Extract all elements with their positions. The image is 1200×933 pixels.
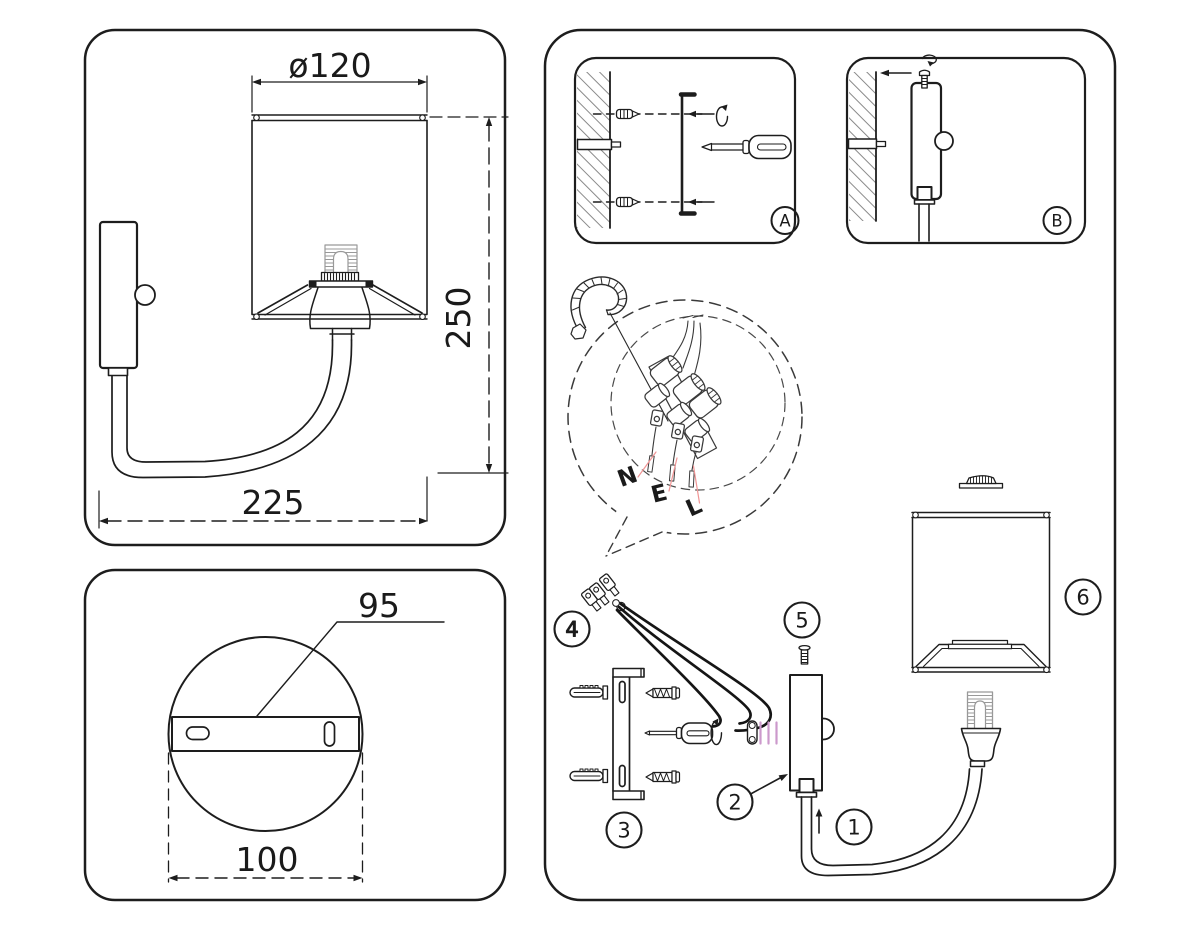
bracket-slot-bottom (618, 764, 626, 788)
rotate-icon-a (715, 106, 729, 127)
wall-dowel-b (847, 138, 878, 150)
screw-icon-b (918, 69, 931, 89)
wall-anchor-bottom (569, 768, 609, 784)
dim-overall-label: 100 (236, 840, 299, 879)
terminal-block (644, 314, 722, 488)
wall-plate-side (98, 220, 139, 370)
lamp-socket-side (324, 244, 358, 274)
part-1-badge (835, 808, 873, 846)
step-b-border (845, 56, 1087, 245)
part-3-badge (605, 811, 643, 849)
part-6-label: 6 (1076, 586, 1089, 610)
panel-plate-view: 95 100 (83, 568, 507, 902)
part-4-label: 4 (565, 618, 578, 642)
part-5-label: 5 (795, 609, 808, 633)
arm-neck (107, 367, 129, 377)
harness-wires (615, 602, 773, 732)
plate-slot-right (323, 721, 336, 747)
socket-ring (308, 271, 374, 288)
screw-bottom (645, 770, 681, 784)
part-1-label: 1 (847, 816, 860, 840)
arm-tab-b (916, 186, 933, 201)
step-b-badge (1042, 206, 1072, 235)
shade-cone (257, 284, 423, 341)
dimensions-side-view: ø120 250 225 (98, 46, 509, 529)
part-screw: 5 (783, 601, 821, 665)
part-6-badge (1064, 578, 1102, 616)
part-bracket-plate: 2 (716, 674, 835, 834)
dim-diameter-label: ø120 (288, 46, 371, 85)
bracket-slot-top (618, 680, 626, 704)
wire-connector-sleeve (746, 720, 758, 745)
panel-side-border (83, 28, 507, 547)
wiring-bubble: N E L (567, 276, 803, 557)
rotate-icon-b (921, 54, 937, 65)
part-4-badge (553, 610, 591, 648)
arm-tab-part (798, 778, 815, 794)
part-2-badge (716, 783, 754, 821)
stripped-wire-marks (759, 721, 778, 745)
step-b-label: B (1051, 212, 1062, 231)
screwdriver-icon-small (644, 718, 723, 746)
bracket-plate-part (789, 674, 823, 792)
wire-label-e: E (649, 480, 671, 509)
screw-top (645, 686, 681, 700)
rotate-icon-small (710, 720, 723, 746)
part-mount-bracket: 3 (569, 667, 681, 849)
part-shade: 6 (911, 475, 1102, 674)
step-a-badge (770, 206, 800, 235)
step-a: A (573, 56, 800, 245)
socket-cup (960, 727, 1002, 762)
step-a-border (573, 56, 797, 245)
panel-plate-border (83, 568, 507, 902)
wall-anchor-top (569, 685, 609, 700)
bubble-outline (567, 299, 803, 535)
part-wire-harness: 4 (553, 573, 778, 745)
part-5-badge (783, 601, 821, 639)
spade-connectors (580, 573, 626, 612)
wire-leader-lines (637, 451, 701, 504)
wire-label-n: N (614, 462, 641, 493)
anchor-glyph-bottom (615, 196, 640, 208)
anchor-glyph-top (615, 108, 640, 120)
dim-plate-label: 95 (358, 586, 400, 625)
plate-slot-left (185, 726, 210, 741)
dim-depth-label: 225 (242, 483, 305, 522)
shade-side-view (251, 114, 428, 321)
wall-dowel-a (576, 138, 613, 151)
part-3-label: 3 (617, 819, 630, 843)
step-b: B (845, 54, 1087, 245)
wire-label-l: L (682, 493, 706, 523)
lamp-arm-side (111, 339, 353, 479)
dim-height-label: 250 (439, 287, 478, 350)
panel-install-border (543, 28, 1117, 902)
step-a-label: A (779, 212, 791, 231)
plate-knob-side (134, 284, 156, 306)
plate-circle (167, 636, 364, 832)
part-2-label: 2 (728, 791, 741, 815)
screwdriver-icon-a (701, 134, 792, 160)
shade-finial (958, 475, 1004, 489)
part-arm: 1 (800, 691, 1002, 877)
arm-socket (966, 691, 994, 730)
plate-knob-b (934, 131, 954, 151)
panel-install: A B (543, 28, 1117, 902)
panel-side-view (83, 28, 507, 547)
